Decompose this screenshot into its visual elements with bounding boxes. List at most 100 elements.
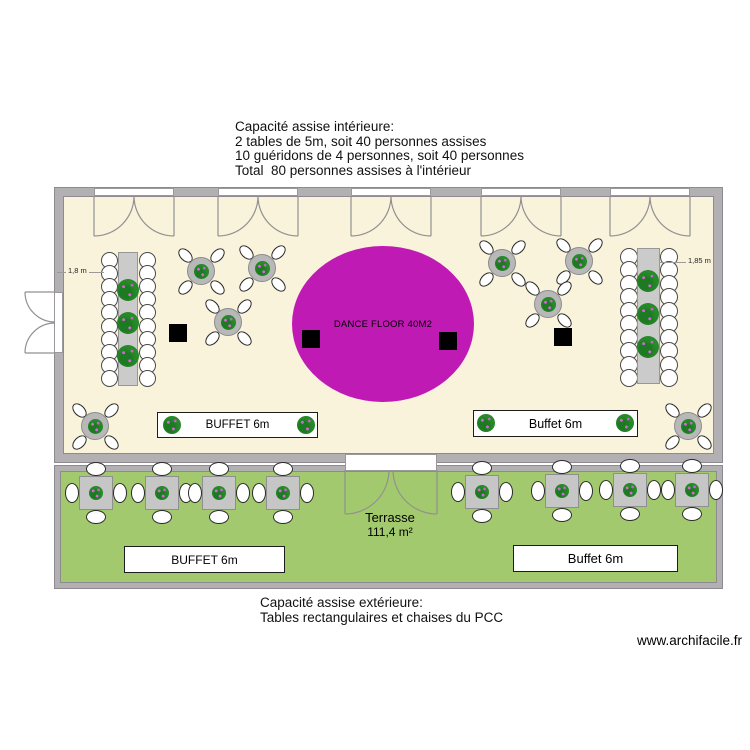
plant-centerpiece (637, 336, 659, 358)
terrace-chair (209, 510, 229, 524)
dance-floor-label: DANCE FLOOR 40M2 (333, 318, 433, 330)
terrace-chair (709, 480, 723, 500)
terrace-square-table (613, 473, 647, 507)
capacity-interior-line: 10 guéridons de 4 personnes, soit 40 per… (235, 148, 524, 164)
terrace-chair (273, 462, 293, 476)
terrace-square-table (675, 473, 709, 507)
banquet-chair (100, 370, 118, 388)
terrace-chair (300, 483, 314, 503)
plant-centerpiece (637, 270, 659, 292)
buffet-table-interior-left: BUFFET 6m (157, 412, 318, 438)
plant-centerpiece (276, 486, 290, 500)
watermark: www.archifacile.fr (637, 633, 743, 648)
buffet-label: Buffet 6m (528, 416, 583, 431)
dimension-label-left: 1,8 m (66, 266, 89, 275)
plant-centerpiece (494, 255, 510, 271)
terrace-chair (152, 462, 172, 476)
banquet-chair (138, 370, 156, 388)
dimension-leader-right (660, 262, 688, 263)
terrace-name: Terrasse (365, 510, 415, 525)
terrace-chair (252, 483, 266, 503)
terrace-chair (86, 510, 106, 524)
plant-centerpiece (254, 260, 270, 276)
terrace-chair (647, 480, 661, 500)
terrace-chair (552, 460, 572, 474)
speaker-square (169, 324, 187, 342)
plant-centerpiece (475, 485, 489, 499)
terrace-area-value: 111,4 m² (367, 525, 413, 539)
dance-floor: DANCE FLOOR 40M2 (292, 246, 474, 402)
terrace-chair (531, 481, 545, 501)
plant-centerpiece (680, 418, 696, 434)
plant-buffet (477, 414, 495, 432)
terrace-square-table (79, 476, 113, 510)
plant-centerpiece (193, 263, 209, 279)
terrace-chair (472, 461, 492, 475)
terrace-chair (552, 508, 572, 522)
door-opening (94, 188, 174, 196)
capacity-exterior-line: Tables rectangulaires et chaises du PCC (260, 609, 504, 625)
terrace-chair (620, 507, 640, 521)
buffet-label: BUFFET 6m (171, 552, 238, 567)
plant-centerpiece (623, 483, 637, 497)
terrace-chair (188, 483, 202, 503)
plant-centerpiece (155, 486, 169, 500)
speaker-square (439, 332, 457, 350)
buffet-label: BUFFET 6m (205, 419, 270, 431)
door-opening (351, 188, 431, 196)
terrace-chair (209, 462, 229, 476)
terrace-chair (472, 509, 492, 523)
buffet-table-terrace-left: BUFFET 6m (124, 546, 285, 573)
plant-centerpiece (89, 486, 103, 500)
buffet-table-terrace-right: Buffet 6m (513, 545, 678, 572)
plant-centerpiece (212, 486, 226, 500)
terrace-chair (236, 483, 250, 503)
terrace-chair (131, 483, 145, 503)
buffet-label: Buffet 6m (567, 551, 624, 566)
terrace-chair (599, 480, 613, 500)
speaker-square (302, 330, 320, 348)
terrace-square-table (202, 476, 236, 510)
terrace-label: Terrasse 111,4 m² (330, 510, 450, 539)
capacity-exterior-line: Capacité assise extérieure: (260, 595, 423, 610)
terrace-chair (682, 507, 702, 521)
banquet-chair (620, 369, 638, 387)
terrace-chair (86, 462, 106, 476)
capacity-interior-line: Total 80 personnes assises à l'intérieur (235, 162, 471, 178)
terrace-chair (682, 459, 702, 473)
plant-centerpiece (117, 279, 139, 301)
banquet-chair (660, 369, 678, 387)
door-opening (481, 188, 561, 196)
door-opening (610, 188, 690, 196)
plant-centerpiece (685, 483, 699, 497)
terrace-chair (620, 459, 640, 473)
capacity-interior-line: Capacité assise intérieure: (235, 119, 395, 134)
plant-centerpiece (87, 418, 103, 434)
capacity-note-exterior: Capacité assise extérieure: Tables recta… (260, 595, 504, 625)
plant-centerpiece (555, 484, 569, 498)
gueridon-table (674, 412, 702, 440)
buffet-table-interior-right: Buffet 6m (473, 410, 638, 437)
plant-buffet (297, 416, 315, 434)
terrace-chair (65, 483, 79, 503)
plant-centerpiece (117, 312, 139, 334)
capacity-note-interior: Capacité assise intérieure: 2 tables de … (235, 119, 524, 178)
terrace-chair (579, 481, 593, 501)
plant-centerpiece (117, 345, 139, 367)
terrace-chair (273, 510, 293, 524)
terrace-chair (499, 482, 513, 502)
plant-centerpiece (540, 296, 556, 312)
terrace-chair (113, 483, 127, 503)
capacity-interior-line: 2 tables de 5m, soit 40 personnes assise… (235, 133, 487, 149)
plant-centerpiece (637, 303, 659, 325)
dimension-label-right: 1,85 m (686, 256, 713, 265)
terrace-chair (152, 510, 172, 524)
terrace-chair (451, 482, 465, 502)
plant-buffet (616, 414, 634, 432)
plant-centerpiece (571, 253, 587, 269)
door-opening (218, 188, 298, 196)
speaker-square (554, 328, 572, 346)
plant-centerpiece (220, 314, 236, 330)
